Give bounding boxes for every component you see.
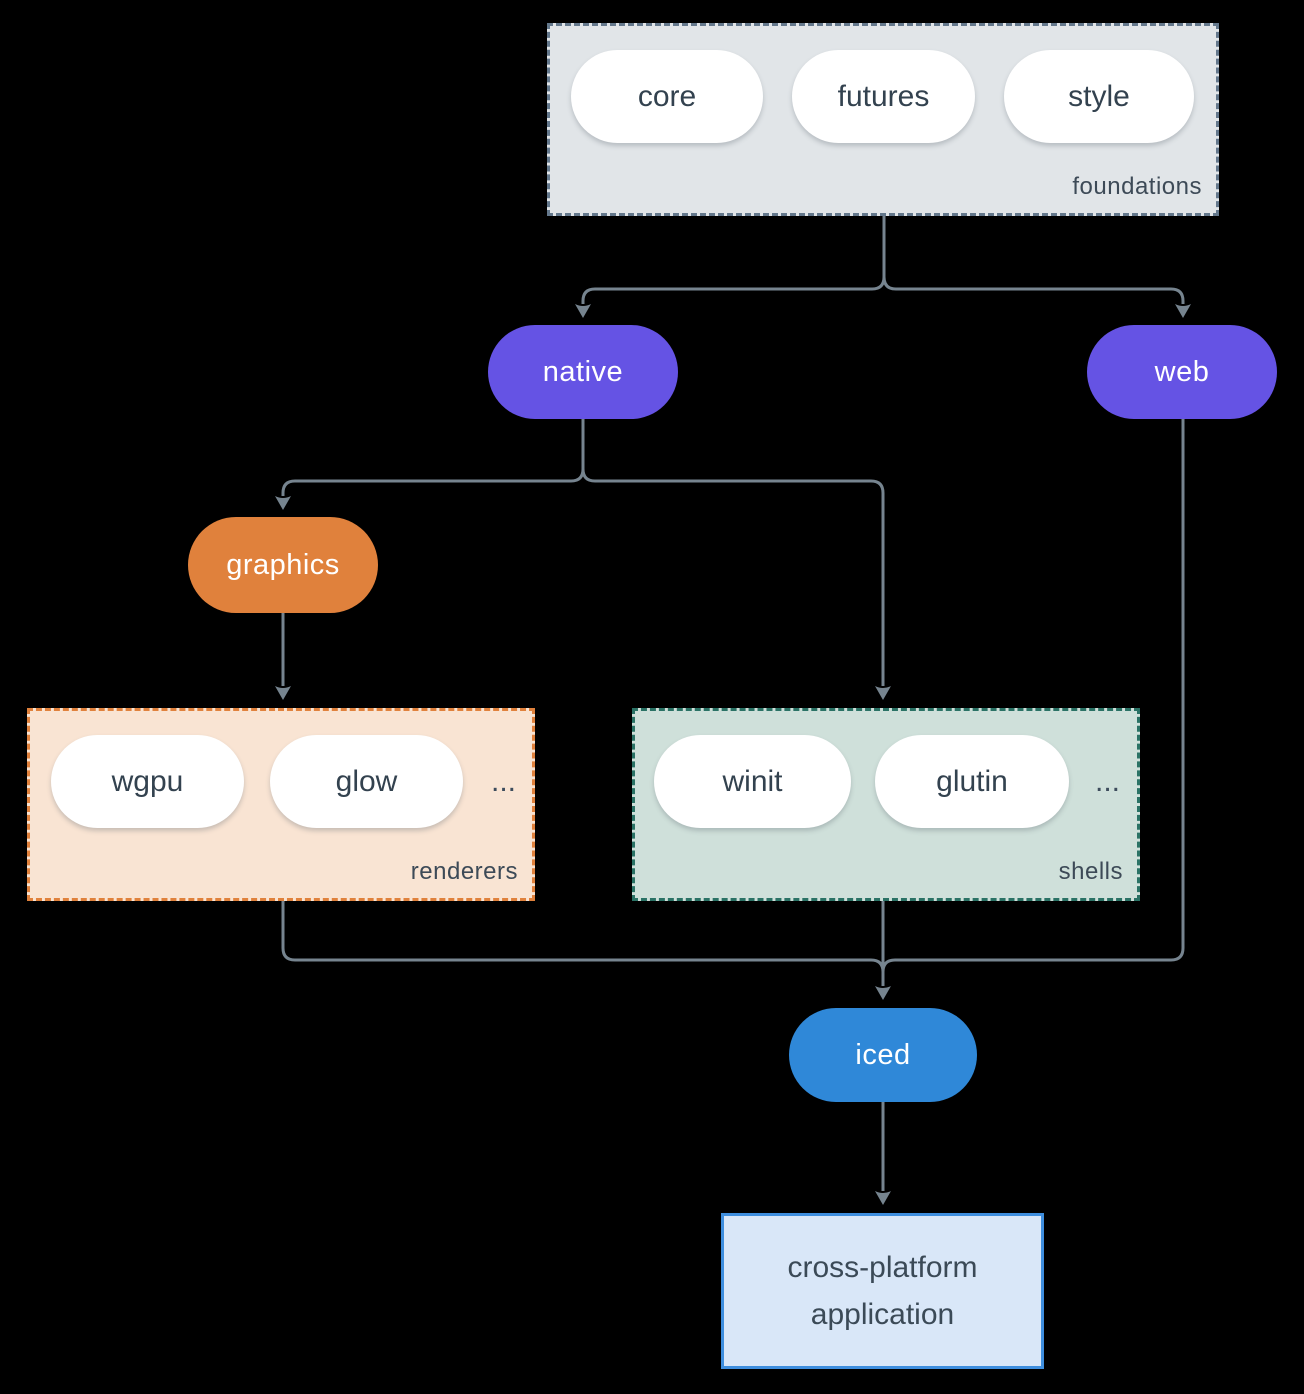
foundations-label: foundations xyxy=(1072,173,1202,200)
arrowheads xyxy=(275,304,1191,1205)
application-line1: cross-platform xyxy=(787,1251,978,1284)
edge-renderers-iced xyxy=(281,901,885,973)
node-core: core xyxy=(571,50,763,143)
node-cross-platform-application: cross-platform application xyxy=(721,1213,1044,1369)
node-web: web xyxy=(1087,325,1277,419)
node-winit: winit xyxy=(654,735,851,828)
node-glutin: glutin xyxy=(875,735,1069,828)
foundations-pill-row: core futures style xyxy=(550,26,1216,143)
node-glow: glow xyxy=(270,735,463,828)
shells-group: winit glutin ... shells xyxy=(632,708,1140,901)
edge-native-graphics xyxy=(281,468,585,496)
application-line2: application xyxy=(810,1298,955,1331)
foundations-group: core futures style foundations xyxy=(547,23,1219,216)
renderers-ellipsis: ... xyxy=(491,764,517,798)
shells-pill-row: winit glutin ... xyxy=(635,711,1137,828)
edge-native-shells xyxy=(581,468,885,686)
node-iced: iced xyxy=(789,1008,977,1102)
node-futures: futures xyxy=(792,50,975,143)
shells-label: shells xyxy=(1058,858,1123,885)
renderers-label: renderers xyxy=(410,858,518,885)
renderers-pill-row: wgpu glow ... xyxy=(30,711,532,828)
renderers-group: wgpu glow ... renderers xyxy=(27,708,535,901)
edge-foundations-web xyxy=(882,276,1185,304)
node-wgpu: wgpu xyxy=(51,735,244,828)
node-native: native xyxy=(488,325,678,419)
node-style: style xyxy=(1004,50,1194,143)
edge-foundations-native xyxy=(581,276,886,304)
node-graphics: graphics xyxy=(188,517,378,613)
shells-ellipsis: ... xyxy=(1095,764,1121,798)
